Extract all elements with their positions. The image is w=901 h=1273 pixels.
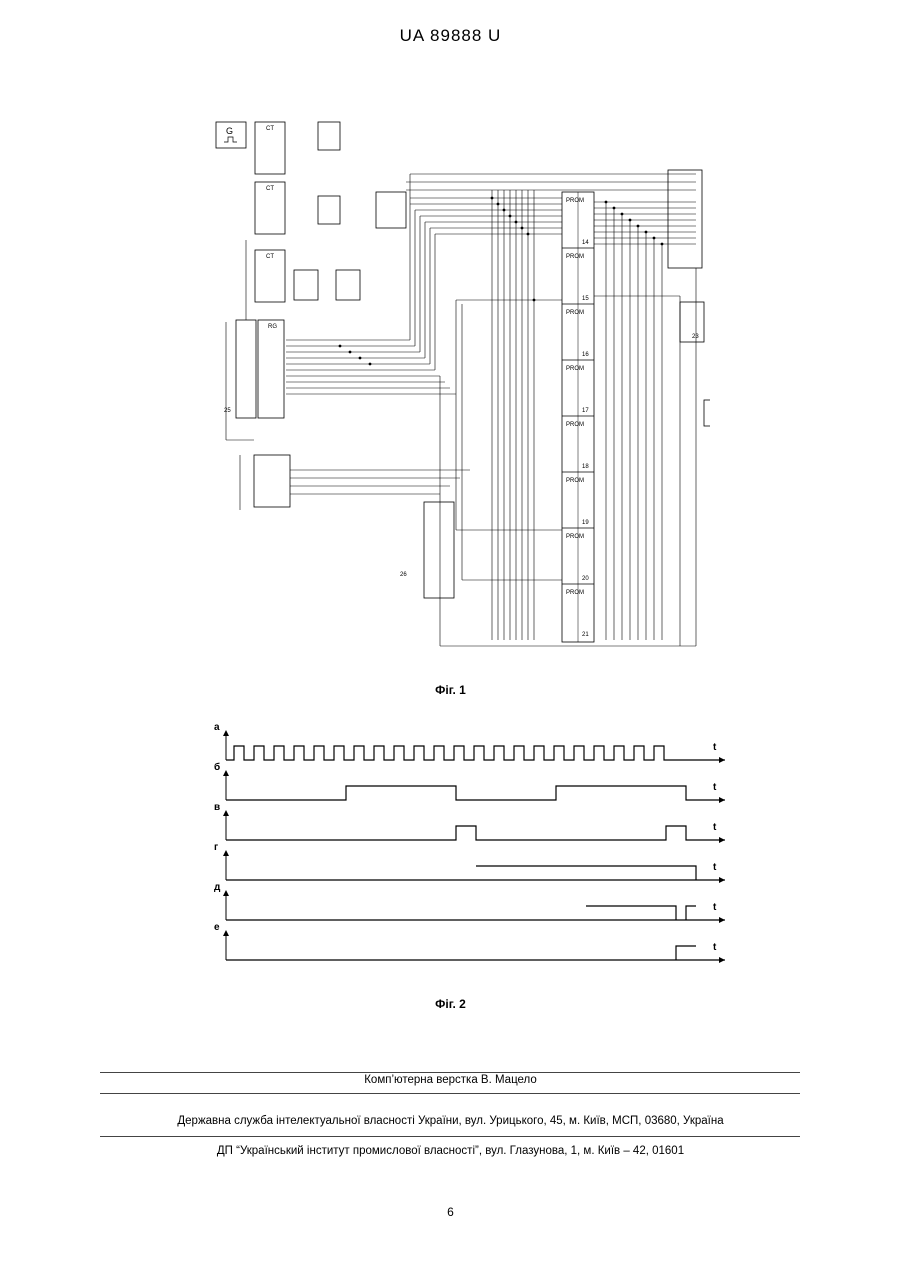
prom-label: PROM bbox=[566, 254, 584, 260]
bus-lines-vertical bbox=[226, 174, 696, 646]
prom-number: 19 bbox=[582, 520, 589, 526]
bus-lines-horizontal bbox=[286, 174, 696, 646]
register-block-22 bbox=[668, 170, 702, 268]
prom-label: PROM bbox=[566, 590, 584, 596]
block-number: 23 bbox=[692, 334, 699, 340]
prom-label: PROM bbox=[566, 478, 584, 484]
waveform-4 bbox=[226, 866, 725, 880]
prom-number: 21 bbox=[582, 632, 589, 638]
prom-number: 14 bbox=[582, 240, 589, 246]
prom-number: 16 bbox=[582, 352, 589, 358]
document-number: UA 89888 U bbox=[0, 26, 901, 46]
prom-number: 20 bbox=[582, 576, 589, 582]
prom-number: 17 bbox=[582, 408, 589, 414]
timing-row-label: г bbox=[214, 842, 218, 853]
timing-row-label: a bbox=[214, 722, 220, 733]
register-label: RG bbox=[268, 324, 277, 330]
agency-address: Державна служба інтелектуальної власност… bbox=[0, 1115, 901, 1127]
prom-label: PROM bbox=[566, 198, 584, 204]
waveform-5 bbox=[226, 906, 725, 920]
footer-rule bbox=[100, 1072, 800, 1073]
figure-1-caption: Фіг. 1 bbox=[0, 683, 901, 697]
page-number: 6 bbox=[0, 1205, 901, 1219]
figure-2-caption: Фіг. 2 bbox=[0, 997, 901, 1011]
time-axis-label: t bbox=[713, 862, 717, 873]
prom-label: PROM bbox=[566, 422, 584, 428]
multiplexer-block-13 bbox=[424, 502, 454, 598]
timing-row-label: д bbox=[214, 882, 221, 893]
block-24 bbox=[704, 400, 710, 426]
timing-row-label: е bbox=[214, 922, 220, 933]
and-gate-10 bbox=[294, 270, 318, 300]
footer-rule bbox=[100, 1093, 800, 1094]
figure-1-circuit-diagram: G CT CT CT RG PROM PROM PROM PROM PROM P… bbox=[210, 110, 710, 655]
footer-rule bbox=[100, 1136, 800, 1137]
logic-block-5 bbox=[318, 122, 340, 150]
input-label: 25 bbox=[224, 408, 231, 414]
waveform-1 bbox=[226, 746, 725, 760]
logic-block-8 bbox=[318, 196, 340, 224]
prom-number: 15 bbox=[582, 296, 589, 302]
waveform-6 bbox=[226, 946, 725, 960]
prom-label: PROM bbox=[566, 534, 584, 540]
figure-2-timing-diagram: a t б t в t г t д t е t bbox=[210, 715, 730, 965]
time-axis-label: t bbox=[713, 742, 717, 753]
layout-credit: Комп’ютерна верстка В. Мацело bbox=[0, 1074, 901, 1086]
counter-label: CT bbox=[266, 254, 274, 260]
time-axis-label: t bbox=[713, 942, 717, 953]
prom-label: PROM bbox=[566, 366, 584, 372]
counter-label: CT bbox=[266, 126, 274, 132]
time-axis-label: t bbox=[713, 822, 717, 833]
register-block-rg bbox=[258, 320, 284, 418]
time-axis-label: t bbox=[713, 782, 717, 793]
time-axis-label: t bbox=[713, 902, 717, 913]
prom-label: PROM bbox=[566, 310, 584, 316]
and-gate-11 bbox=[336, 270, 360, 300]
generator-label: G bbox=[226, 126, 233, 136]
decoder-block-5 bbox=[254, 455, 290, 507]
waveform-2 bbox=[226, 786, 725, 800]
timing-row-label: в bbox=[214, 802, 220, 813]
trigger-block-12 bbox=[376, 192, 406, 228]
timing-row-label: б bbox=[214, 761, 220, 773]
counter-block-ct bbox=[236, 320, 256, 418]
input-label: 26 bbox=[400, 572, 407, 578]
institute-address: ДП “Український інститут промислової вла… bbox=[0, 1145, 901, 1157]
counter-label: CT bbox=[266, 186, 274, 192]
waveform-3 bbox=[226, 826, 725, 840]
prom-number: 18 bbox=[582, 464, 589, 470]
